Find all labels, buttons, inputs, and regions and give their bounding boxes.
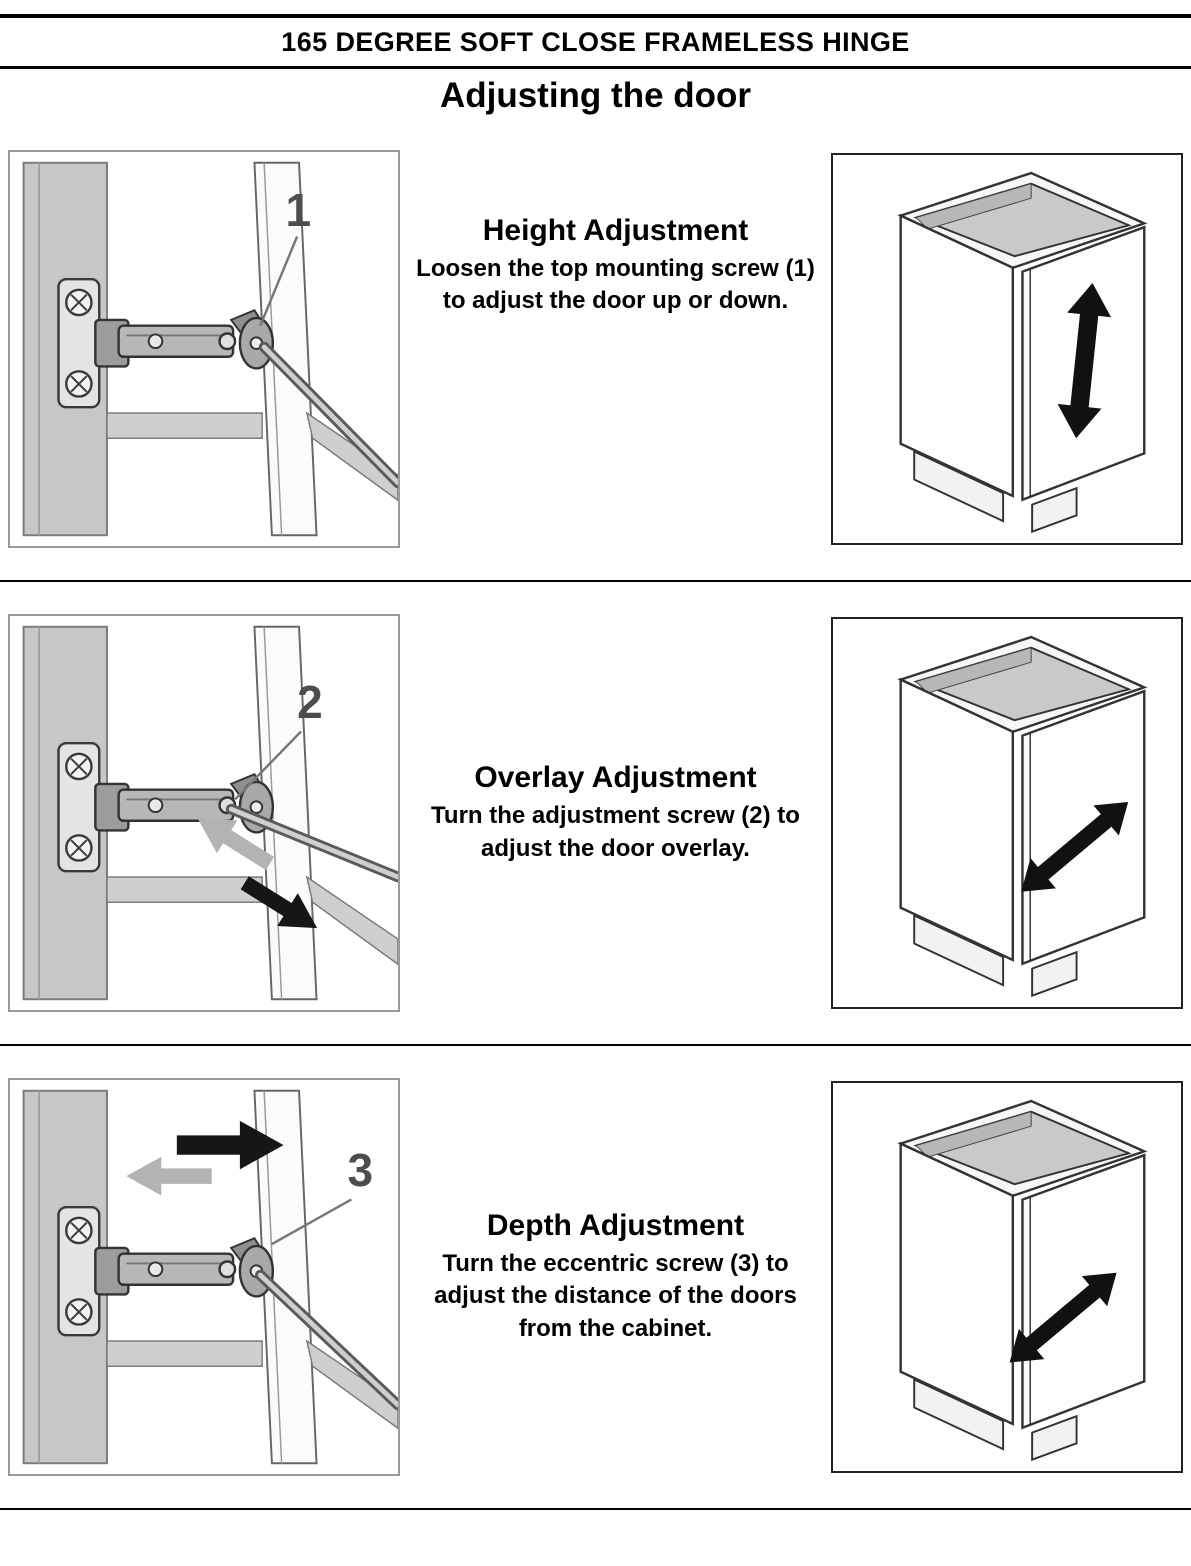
- hinge-illustration-depth: 3: [8, 1078, 400, 1476]
- callout-number-3: 3: [347, 1143, 374, 1196]
- hinge-diagram-svg: [22, 1089, 398, 1465]
- cabinet-diagram-svg: [899, 171, 1146, 533]
- overlay-caption: Overlay Adjustment Turn the adjustment s…: [400, 761, 831, 865]
- screwdriver-icon: [254, 1269, 398, 1411]
- hinge-diagram-svg: [22, 625, 398, 1001]
- title-rule: [0, 66, 1191, 69]
- page-subtitle: Adjusting the door: [439, 76, 752, 115]
- cabinet-diagram-svg: [899, 1099, 1146, 1461]
- cabinet-illustration-depth: [831, 1081, 1183, 1473]
- hinge-illustration-overlay: 2: [8, 614, 400, 1012]
- hinge-illustration-height: 1: [8, 150, 400, 548]
- section-body: Turn the adjustment screw (2) to adjust …: [431, 802, 800, 862]
- section-title: Height Adjustment: [482, 214, 749, 247]
- section-overlay-adjustment: 2 Overlay Adjustment Turn the adjustment…: [0, 582, 1191, 1044]
- cabinet-illustration-overlay: [831, 617, 1183, 1009]
- cabinet-diagram-svg: [899, 635, 1146, 997]
- section-title: Overlay Adjustment: [474, 761, 757, 795]
- gray-left-arrow-icon: [126, 1156, 212, 1196]
- top-rule: [0, 14, 1191, 18]
- hinge-diagram-svg: [22, 161, 398, 537]
- callout-number-2: 2: [297, 676, 323, 729]
- screwdriver-icon: [258, 341, 398, 489]
- depth-caption: Depth Adjustment Turn the eccentric scre…: [400, 1209, 831, 1345]
- callout-leader-line: [271, 1198, 353, 1246]
- section-divider-1: [0, 580, 1191, 582]
- page-title: 165 DEGREE SOFT CLOSE FRAMELESS HINGE: [281, 27, 910, 57]
- height-caption: Height Adjustment Loosen the top mountin…: [400, 214, 831, 318]
- section-depth-adjustment: 3 Depth Adjustment Turn the eccentric sc…: [0, 1046, 1191, 1508]
- callout-number-1: 1: [285, 184, 312, 237]
- section-title: Depth Adjustment: [486, 1208, 745, 1242]
- cabinet-illustration-height: [831, 153, 1183, 545]
- section-body: Loosen the top mounting screw (1) to adj…: [416, 255, 815, 315]
- callout-leader-line: [234, 730, 302, 801]
- section-body: Turn the eccentric screw (3) to adjust t…: [434, 1249, 797, 1342]
- callout-leader-line: [259, 236, 299, 327]
- section-divider-2: [0, 1044, 1191, 1046]
- section-height-adjustment: 1 Height Adjustment Loosen the top mount…: [0, 118, 1191, 580]
- screwdriver-icon: [225, 803, 398, 883]
- bottom-rule: [0, 1508, 1191, 1510]
